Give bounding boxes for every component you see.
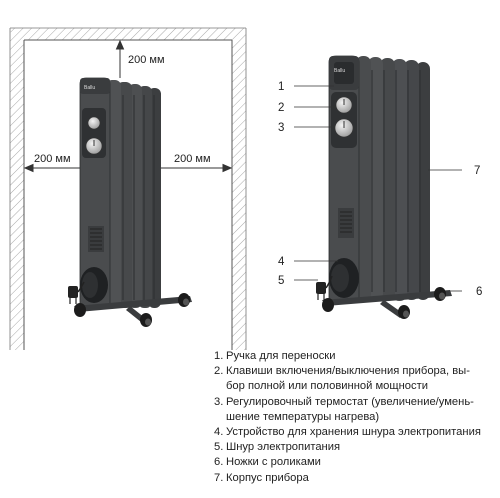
legend-text: Устройство для хранения шнура электропит…	[226, 426, 481, 439]
radiator-fins-right	[356, 56, 430, 301]
legend-text: Шнур электропитания	[226, 441, 341, 454]
legend-item: 6.Ножки с роликами	[214, 455, 498, 470]
clearance-top-arrow	[115, 39, 125, 78]
heater-illustration-right: Ballu	[316, 55, 452, 319]
installation-clearance-figure: 200 мм 200 мм 200 мм	[9, 27, 247, 350]
callout-1: 1	[278, 81, 284, 93]
wall-right	[231, 28, 247, 350]
vent-grille-right	[338, 208, 354, 238]
clearance-left-arrow	[23, 163, 84, 173]
brand-logo-right: Ballu	[334, 68, 345, 74]
legend-item: 1.Ручка для переноски	[214, 349, 498, 364]
vent-grille	[88, 226, 104, 252]
clearance-right-label: 200 мм	[174, 153, 211, 165]
legend-number: 5.	[214, 441, 224, 454]
legend-number: 6.	[214, 456, 224, 469]
callout-3: 3	[278, 122, 284, 134]
callout-2: 2	[278, 102, 284, 114]
callout-7: 7	[474, 165, 480, 177]
legend-item: 3.Регулировочный термостат (увеличение/у…	[214, 395, 498, 425]
clearance-right-arrow	[150, 163, 233, 173]
legend-number: 1.	[214, 350, 224, 362]
legend-item: 4.Устройство для хранения шнура электроп…	[214, 425, 498, 440]
callout-4: 4	[278, 256, 285, 268]
callout-6: 6	[476, 286, 482, 298]
legend-text: Регулировочный термостат (увеличение/уме…	[226, 395, 474, 423]
legend-text: Ножки с роликами	[226, 456, 321, 469]
legend-item: 2.Клавиши включения/выключения прибора, …	[214, 364, 498, 394]
legend-number: 3.	[214, 395, 224, 408]
wall-ceiling	[10, 27, 246, 41]
legend-number: 2.	[214, 365, 224, 378]
power-plug	[68, 281, 85, 304]
legend-item: 5.Шнур электропитания	[214, 440, 498, 455]
legend-text: Корпус прибора	[226, 471, 309, 484]
carry-handle	[80, 78, 110, 94]
heater-illustration-left: Ballu	[68, 77, 192, 327]
brand-logo: Ballu	[84, 85, 95, 91]
parts-legend: 1.Ручка для переноски 2.Клавиши включени…	[214, 349, 498, 486]
clearance-top-label: 200 мм	[128, 54, 165, 66]
power-switch-knob	[87, 116, 101, 130]
callout-5: 5	[278, 275, 284, 287]
legend-text: Ручка для переноски	[226, 350, 336, 362]
callout-leaders	[294, 85, 462, 292]
parts-diagram-figure: Ballu	[278, 55, 482, 319]
legend-number: 7.	[214, 471, 224, 484]
legend-text: Клавиши включения/выключения прибора, вы…	[226, 365, 470, 393]
wheeled-feet-right	[322, 287, 452, 319]
legend-item: 7.Корпус прибора	[214, 471, 498, 486]
legend-number: 4.	[214, 426, 224, 439]
radiator-fins	[106, 80, 161, 308]
power-cord-right	[316, 275, 333, 300]
clearance-left-label: 200 мм	[34, 153, 71, 165]
wall-left	[9, 28, 25, 350]
wheeled-feet	[74, 293, 192, 327]
